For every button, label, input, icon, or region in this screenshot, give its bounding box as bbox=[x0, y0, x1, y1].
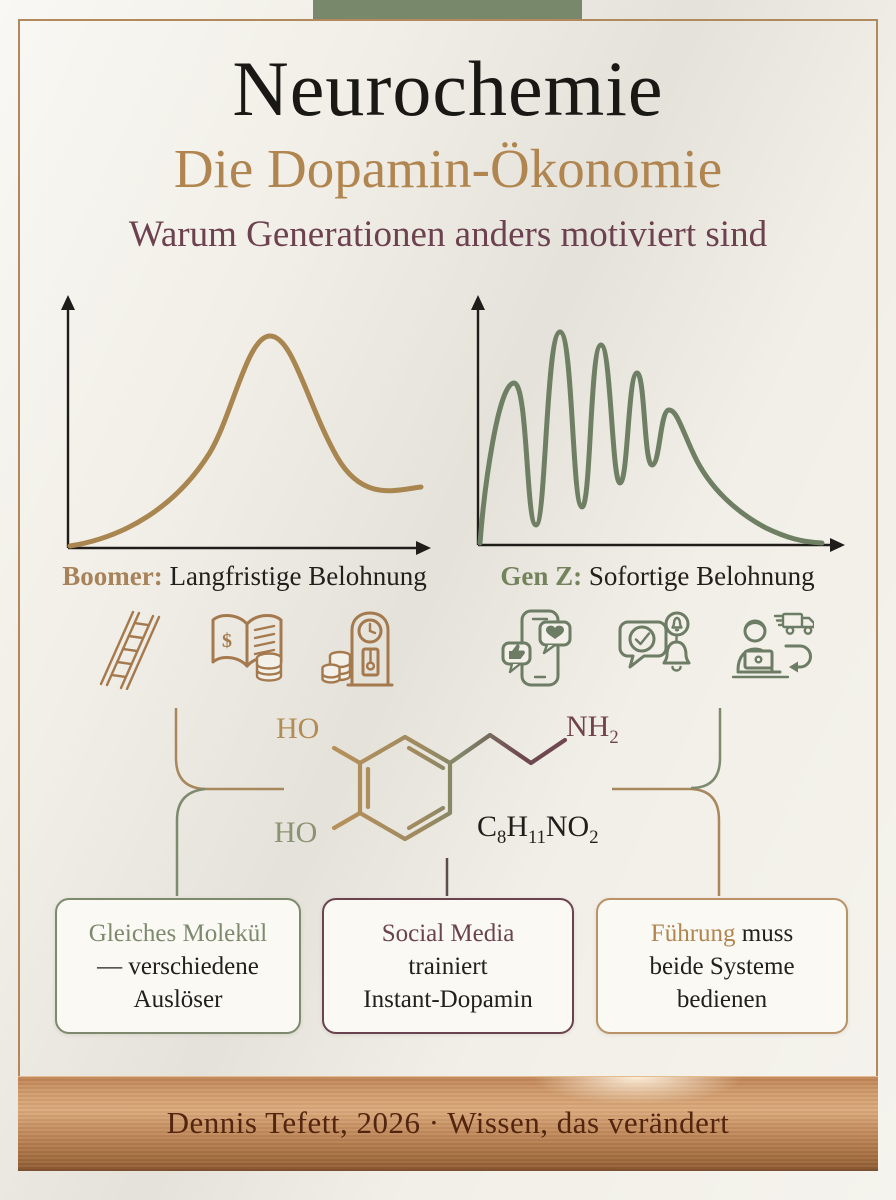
x-axis-arrow-icon bbox=[416, 541, 431, 555]
y-axis-arrow-icon bbox=[61, 295, 75, 310]
boomer-caption: Boomer: Langfristige Belohnung bbox=[52, 561, 437, 592]
genz-dopamine-chart bbox=[471, 295, 845, 552]
hydroxyl-label-bottom: HO bbox=[274, 816, 318, 849]
footer-credit: Dennis Tefett, 2026 · Wissen, das veränd… bbox=[166, 1105, 730, 1140]
connector-left-branch bbox=[174, 708, 284, 791]
genz-caption: Gen Z: Sofortige Belohnung bbox=[460, 561, 855, 592]
page-subtitle: Die Dopamin-Ökonomie bbox=[173, 138, 723, 199]
box1-highlight: Gleiches Molekül bbox=[88, 919, 268, 947]
boomer-caption-text: Langfristige Belohnung bbox=[162, 561, 427, 591]
amine-label: NH2 bbox=[566, 710, 619, 748]
bookmark-tab bbox=[313, 0, 582, 20]
hydroxyl-bond-top bbox=[331, 745, 363, 766]
box1-line3: Auslöser bbox=[133, 985, 223, 1013]
footer-bar: Dennis Tefett, 2026 · Wissen, das veränd… bbox=[18, 1076, 878, 1171]
takeaway-box-leadership: Führung muss beide Systeme bedienen bbox=[596, 898, 848, 1034]
takeaway-box-social-media: Social Media trainiert Instant-Dopamin bbox=[322, 898, 574, 1034]
hydroxyl-bond-bottom bbox=[331, 810, 363, 831]
hydroxyl-label-top: HO bbox=[276, 712, 320, 745]
genz-curve bbox=[477, 329, 825, 546]
grandfather-clock-icon bbox=[321, 611, 394, 687]
y-axis-arrow-icon bbox=[471, 295, 485, 310]
molecular-formula: C8H11NO2 bbox=[477, 810, 599, 848]
boomer-dopamine-chart bbox=[61, 295, 431, 555]
instant-delivery-icon bbox=[731, 612, 814, 679]
ethylamine-chain bbox=[447, 732, 568, 766]
career-ladder-icon bbox=[99, 610, 161, 690]
notification-bell-icon bbox=[618, 611, 691, 672]
takeaway-box-molecule: Gleiches Molekül — verschiedene Auslöser bbox=[55, 898, 301, 1034]
page-tagline: Warum Generationen anders motiviert sind bbox=[128, 214, 768, 255]
double-bond bbox=[406, 805, 446, 831]
box2-line3: Instant-Dopamin bbox=[363, 985, 533, 1013]
boomer-label: Boomer: bbox=[62, 561, 163, 591]
double-bond bbox=[406, 745, 446, 771]
genz-caption-text: Sofortige Belohnung bbox=[582, 561, 815, 591]
connector-left-down bbox=[175, 787, 206, 896]
box2-line2: trainiert bbox=[408, 952, 488, 980]
connector-right-branch bbox=[690, 708, 722, 790]
dopamine-molecule bbox=[331, 732, 568, 842]
connector-right-down bbox=[612, 787, 721, 896]
box1-line2: — verschiedene bbox=[97, 952, 259, 980]
genz-label: Gen Z: bbox=[500, 561, 583, 591]
page-title: Neurochemie bbox=[232, 45, 664, 132]
box2-highlight: Social Media bbox=[381, 919, 515, 947]
x-axis-arrow-icon bbox=[830, 538, 845, 552]
savings-book-icon: $ bbox=[211, 614, 283, 682]
phone-likes-icon bbox=[501, 609, 572, 687]
boomer-curve bbox=[67, 333, 424, 549]
svg-text:$: $ bbox=[222, 630, 232, 652]
box3-highlight: Führung bbox=[650, 919, 736, 947]
box3-line3: bedienen bbox=[676, 985, 768, 1013]
box3-line2: beide Systeme bbox=[649, 952, 795, 980]
